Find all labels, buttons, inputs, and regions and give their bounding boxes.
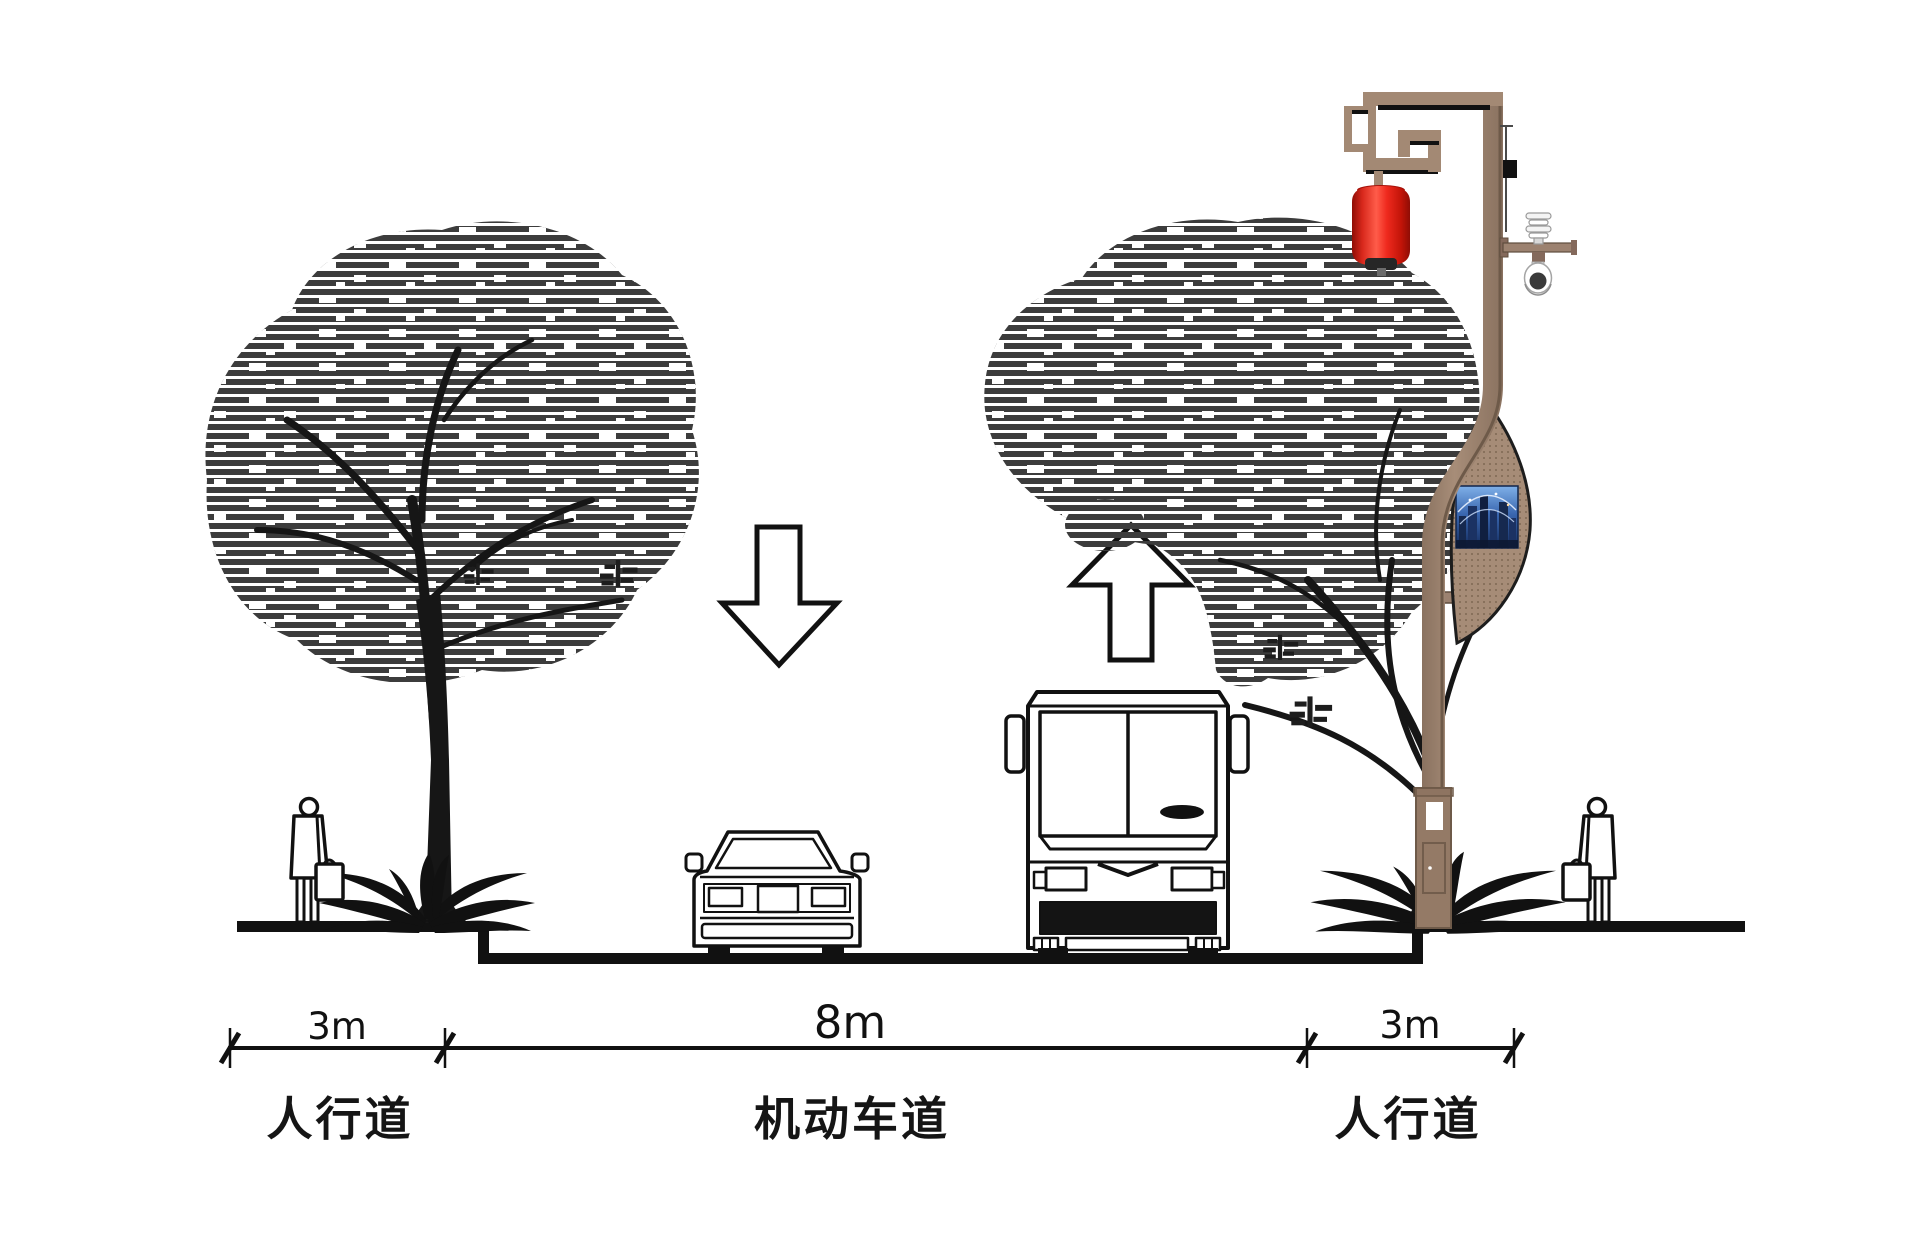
cctv-dome-camera bbox=[1523, 261, 1553, 296]
segment-label-left-sidewalk: 人行道 bbox=[266, 1093, 414, 1145]
pedestrian-right bbox=[1561, 796, 1617, 924]
car-wheel-left bbox=[708, 946, 730, 958]
lantern-tassel bbox=[1377, 268, 1386, 276]
car-windshield bbox=[714, 837, 833, 870]
dimension-value-left-sidewalk: 3m bbox=[307, 1005, 367, 1048]
segment-label-right-sidewalk: 人行道 bbox=[1334, 1093, 1482, 1145]
arrow-down-icon bbox=[716, 524, 843, 669]
car-wheel-right bbox=[822, 946, 844, 958]
camera-lens bbox=[1529, 272, 1547, 290]
tree-canopy bbox=[984, 217, 1481, 687]
bus-wheel-right bbox=[1188, 948, 1218, 958]
bus bbox=[1004, 690, 1250, 958]
car-headlight-left bbox=[707, 886, 744, 908]
bus-license-plate bbox=[1064, 936, 1190, 952]
dimension-line bbox=[221, 1028, 1523, 1068]
bus-mirror-left bbox=[1004, 714, 1026, 774]
antenna bbox=[1500, 125, 1517, 232]
red-lantern bbox=[1352, 171, 1410, 276]
bus-emblem bbox=[1097, 862, 1159, 877]
sedan-car bbox=[684, 830, 870, 958]
bus-mirror-right bbox=[1228, 714, 1250, 774]
led-display-screen bbox=[1455, 485, 1519, 549]
bus-headlight-left bbox=[1044, 866, 1088, 892]
pole-base bbox=[1413, 787, 1454, 929]
car-license-plate bbox=[756, 884, 800, 914]
tree-canopy bbox=[205, 221, 699, 684]
door-handle bbox=[1428, 866, 1432, 870]
bus-wiper bbox=[1160, 805, 1204, 819]
segment-label-roadway: 机动车道 bbox=[754, 1093, 950, 1145]
car-headlight-right bbox=[810, 886, 847, 908]
lantern-cap bbox=[1365, 258, 1397, 270]
maintenance-door bbox=[1422, 842, 1446, 894]
ground-profile bbox=[237, 921, 1745, 964]
bus-grille bbox=[1039, 901, 1217, 935]
car-mirror-left bbox=[684, 852, 704, 873]
car-mirror-right bbox=[850, 852, 870, 873]
environment-sensor bbox=[1525, 212, 1552, 245]
base-window bbox=[1426, 802, 1443, 830]
car-bumper bbox=[700, 922, 854, 940]
tree-branches bbox=[254, 337, 625, 725]
meander-bracket bbox=[1344, 92, 1503, 174]
bus-headlight-right bbox=[1170, 866, 1214, 892]
dimension-value-right-sidewalk: 3m bbox=[1379, 1003, 1441, 1047]
street-tree-left bbox=[205, 221, 699, 923]
bus-wheel-left bbox=[1038, 948, 1068, 958]
lamp-pole bbox=[1422, 92, 1503, 790]
arrow-up-icon bbox=[1066, 521, 1196, 663]
dimension-value-roadway: 8m bbox=[813, 996, 887, 1049]
smart-lamp-post bbox=[1344, 92, 1577, 929]
